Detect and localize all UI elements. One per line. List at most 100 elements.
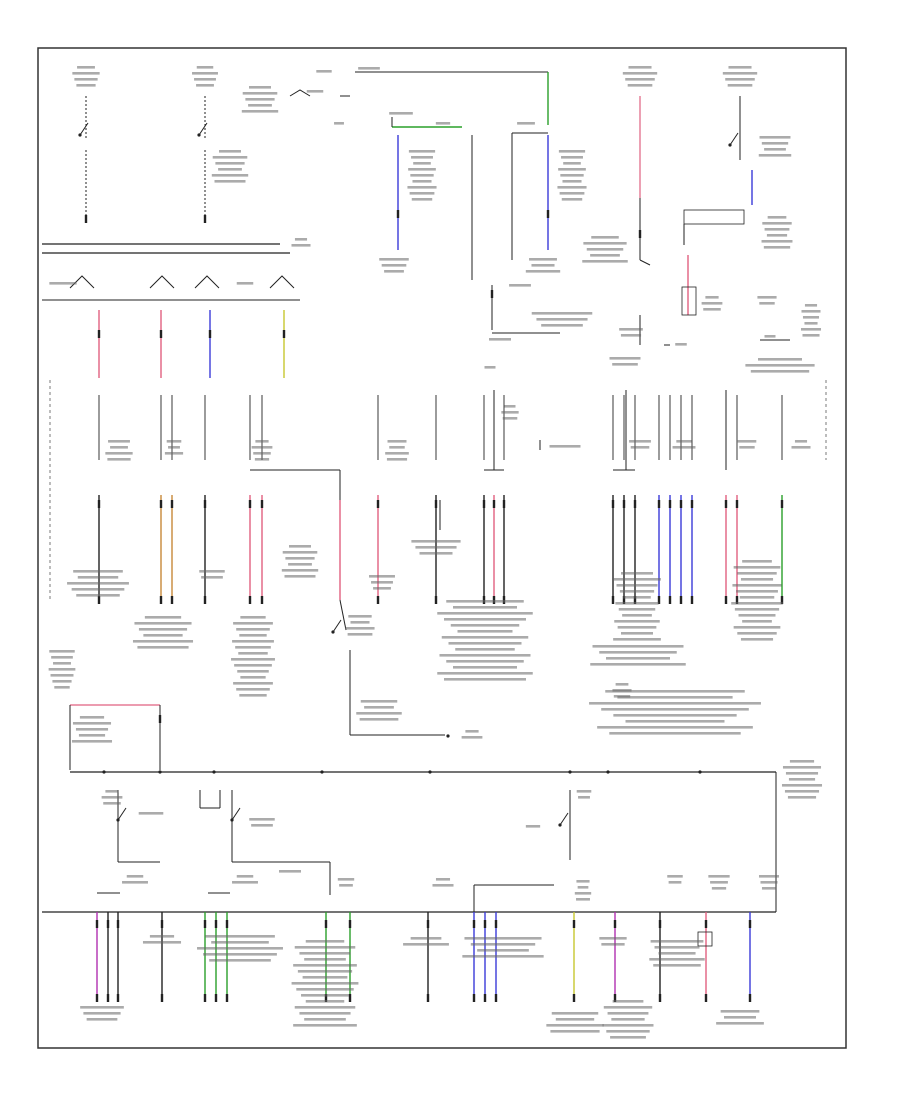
label-block-37 [358, 67, 380, 70]
label-block-35 [316, 70, 332, 73]
label-block-58 [509, 284, 531, 287]
label-block-183 [672, 440, 696, 449]
label-block-198 [132, 616, 194, 649]
label-block-6 [192, 66, 218, 87]
splice-dot-212 [331, 630, 335, 634]
label-block-219 [589, 690, 761, 735]
label-block-59 [531, 312, 593, 327]
label-block-334 [649, 940, 705, 967]
label-block-189 [105, 440, 133, 461]
label-block-260 [525, 825, 541, 828]
label-block-330 [462, 937, 544, 958]
label-block-192 [385, 440, 409, 461]
label-block-218 [461, 730, 483, 739]
label-block-54 [525, 258, 561, 273]
label-block-331 [546, 1012, 604, 1033]
wire-segment-245 [231, 807, 241, 821]
splice-dot-235 [606, 770, 610, 774]
label-block-228 [781, 760, 823, 799]
splice-dot-3 [78, 133, 82, 137]
label-block-186 [791, 440, 811, 449]
component-box-336 [697, 931, 713, 947]
wire-segment-8 [198, 122, 208, 136]
splice-dot-232 [320, 770, 324, 774]
splice-dot-9 [197, 133, 201, 137]
label-block-0 [72, 66, 100, 87]
label-block-265 [758, 875, 780, 890]
label-block-41 [334, 122, 344, 125]
label-block-264 [708, 875, 730, 890]
wire-path-32 [289, 89, 311, 97]
label-block-64 [722, 66, 758, 87]
label-block-327 [197, 935, 283, 962]
wires-layer [42, 71, 827, 1002]
wire-segment-77 [639, 259, 651, 266]
component-box-71 [683, 209, 745, 225]
label-block-190 [164, 440, 184, 455]
label-block-238 [101, 790, 123, 805]
label-block-207 [731, 560, 783, 641]
diagram-frame [37, 47, 847, 1049]
label-block-261 [576, 790, 592, 799]
label-block-205 [590, 645, 686, 666]
labels-layer [48, 66, 823, 1039]
label-block-326 [142, 935, 182, 944]
label-block-182 [629, 440, 651, 449]
label-block-185 [737, 440, 757, 449]
label-block-201 [281, 545, 319, 578]
splice-dot-231 [212, 770, 216, 774]
wire-segment-211 [332, 619, 342, 633]
label-block-88 [675, 343, 687, 346]
splice-dot-68 [728, 143, 732, 147]
label-block-262 [574, 880, 592, 901]
label-block-53 [379, 258, 409, 273]
label-block-31 [241, 86, 279, 113]
label-block-74 [582, 236, 628, 263]
label-block-63 [622, 66, 658, 87]
label-block-225 [71, 716, 113, 743]
component-box-79 [681, 286, 697, 316]
label-block-255 [279, 870, 301, 873]
label-block-333 [602, 1000, 654, 1039]
label-block-241 [138, 812, 164, 815]
label-block-200 [231, 616, 275, 697]
label-block-73 [761, 216, 793, 249]
label-block-44 [517, 122, 535, 125]
splice-dot-230 [158, 770, 162, 774]
label-block-247 [249, 818, 275, 827]
label-block-33 [306, 90, 324, 93]
wire-segment-239 [117, 807, 127, 821]
label-block-42 [389, 112, 413, 115]
label-block-69 [758, 136, 792, 157]
label-block-204 [437, 600, 533, 681]
label-block-47 [407, 150, 437, 201]
wire-path-18 [194, 275, 220, 289]
wire-path-19 [269, 275, 295, 289]
label-block-199 [199, 570, 225, 579]
label-block-188 [549, 445, 581, 448]
label-block-178 [501, 405, 519, 420]
label-block-81 [757, 296, 777, 305]
label-block-202 [369, 575, 395, 590]
label-block-203 [411, 540, 461, 555]
label-block-197 [67, 570, 129, 597]
label-block-80 [701, 296, 723, 311]
splice-dot-229 [102, 770, 106, 774]
label-block-21 [49, 282, 77, 285]
label-block-191 [251, 440, 273, 461]
splice-dot-234 [568, 770, 572, 774]
label-block-22 [236, 282, 254, 285]
label-block-220 [48, 650, 76, 689]
wire-segment-258 [559, 812, 569, 826]
label-block-254 [232, 875, 258, 884]
wire-segment-210 [339, 599, 347, 631]
wire-segment-2 [79, 122, 89, 136]
label-block-214 [356, 700, 402, 721]
splice-dot-259 [558, 823, 562, 827]
label-block-12 [211, 150, 249, 183]
splice-dot-217 [446, 734, 450, 738]
label-block-253 [122, 875, 148, 884]
label-block-86 [745, 358, 815, 373]
label-block-335 [716, 1010, 764, 1025]
